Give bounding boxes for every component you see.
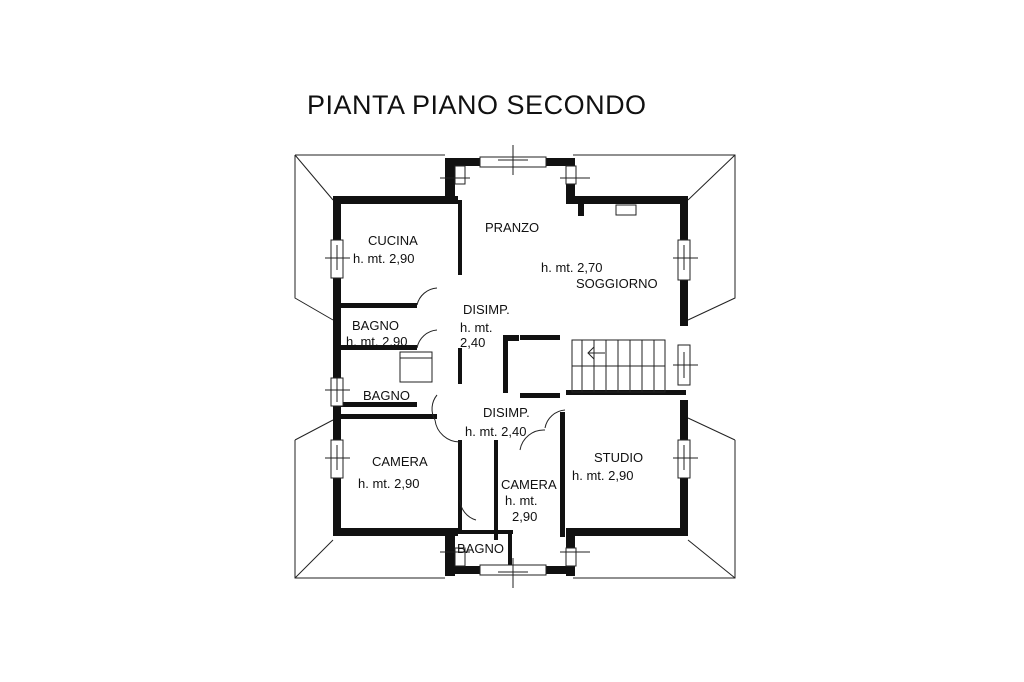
room-height-camera-center-line1: h. mt.: [505, 493, 538, 508]
roof-outline-left: [294, 154, 445, 579]
room-label-pranzo: PRANZO: [485, 220, 540, 235]
plan-title: PIANTA PIANO SECONDO: [307, 90, 647, 120]
room-label-studio: STUDIO: [594, 450, 644, 465]
room-height-bagno-upper: h. mt. 2,90: [346, 334, 408, 349]
door-swings: [416, 287, 566, 521]
room-label-camera-left: CAMERA: [372, 454, 428, 469]
room-height-cucina: h. mt. 2,90: [353, 251, 415, 266]
room-label-disimp-upper: DISIMP.: [463, 302, 510, 317]
room-height-camera-left: h. mt. 2,90: [358, 476, 420, 491]
room-label-camera-center: CAMERA: [501, 477, 557, 492]
room-label-bagno-upper: BAGNO: [352, 318, 399, 333]
window-ticks: [325, 145, 698, 588]
room-label-bagno-bottom: BAGNO: [457, 541, 504, 556]
room-label-cucina: CUCINA: [368, 233, 418, 248]
room-label-bagno-middle: BAGNO: [363, 388, 410, 403]
shower-tray: [399, 351, 433, 383]
room-height-studio: h. mt. 2,90: [572, 468, 634, 483]
staircase: [571, 339, 666, 393]
room-height-disimp-upper-line2: 2,40: [460, 335, 486, 350]
room-height-soggiorno: h. mt. 2,70: [541, 260, 603, 275]
fireplace: [615, 204, 637, 216]
room-height-camera-center-line2: 2,90: [512, 509, 538, 524]
room-height-disimp-lower: h. mt. 2,40: [465, 424, 527, 439]
room-label-soggiorno: SOGGIORNO: [576, 276, 658, 291]
room-height-disimp-upper-line1: h. mt.: [460, 320, 493, 335]
room-label-disimp-lower: DISIMP.: [483, 405, 530, 420]
